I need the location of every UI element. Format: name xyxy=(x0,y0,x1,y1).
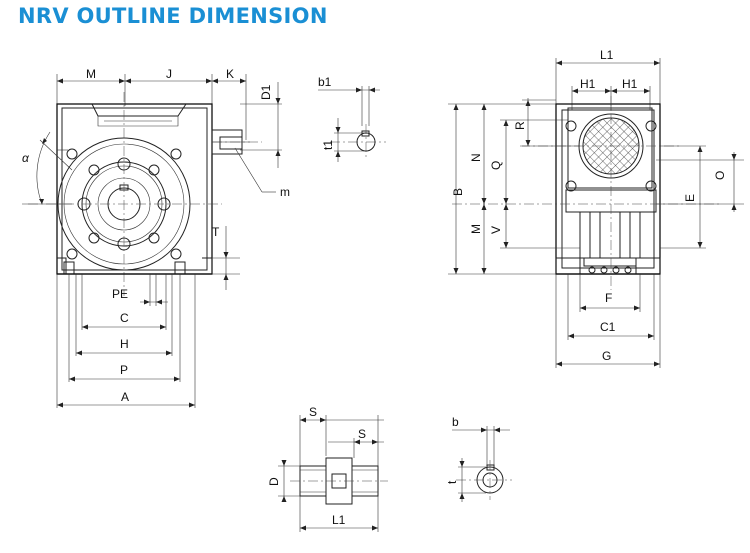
label-S-left: S xyxy=(309,405,317,419)
bore-key-detail xyxy=(452,426,512,502)
label-M-side: M xyxy=(469,224,483,234)
label-H1-right: H1 xyxy=(622,77,638,91)
label-H: H xyxy=(120,337,129,351)
label-S-right: S xyxy=(358,427,366,441)
label-PE: PE xyxy=(112,287,128,301)
label-M: M xyxy=(86,67,96,81)
label-B: B xyxy=(451,188,465,196)
front-view xyxy=(22,74,282,408)
page-title: NRV OUTLINE DIMENSION xyxy=(18,4,328,28)
label-L1: L1 xyxy=(600,48,614,62)
label-P: P xyxy=(120,363,128,377)
label-R: R xyxy=(513,121,527,130)
label-L1-shaft: L1 xyxy=(332,513,346,527)
label-J: J xyxy=(166,67,172,81)
label-C: C xyxy=(120,311,129,325)
label-A: A xyxy=(121,390,129,404)
label-H1-left: H1 xyxy=(580,77,596,91)
label-b1: b1 xyxy=(318,75,332,89)
label-K: K xyxy=(226,67,234,81)
label-T: T xyxy=(212,225,220,239)
label-alpha: α xyxy=(22,151,30,165)
label-V: V xyxy=(489,226,503,234)
label-D: D xyxy=(267,477,281,486)
label-C1: C1 xyxy=(600,320,616,334)
label-Q: Q xyxy=(489,161,503,170)
label-F: F xyxy=(605,291,612,305)
input-shaft-detail xyxy=(278,415,388,532)
label-t: t xyxy=(445,480,459,484)
label-G: G xyxy=(602,349,611,363)
label-m: m xyxy=(280,185,290,199)
label-b: b xyxy=(452,415,459,429)
label-O: O xyxy=(713,171,727,180)
label-D1: D1 xyxy=(259,84,273,100)
label-N: N xyxy=(469,153,483,162)
label-E: E xyxy=(683,194,697,202)
label-t1: t1 xyxy=(321,140,335,150)
side-view xyxy=(448,58,744,368)
shaft-key-detail xyxy=(318,86,386,162)
